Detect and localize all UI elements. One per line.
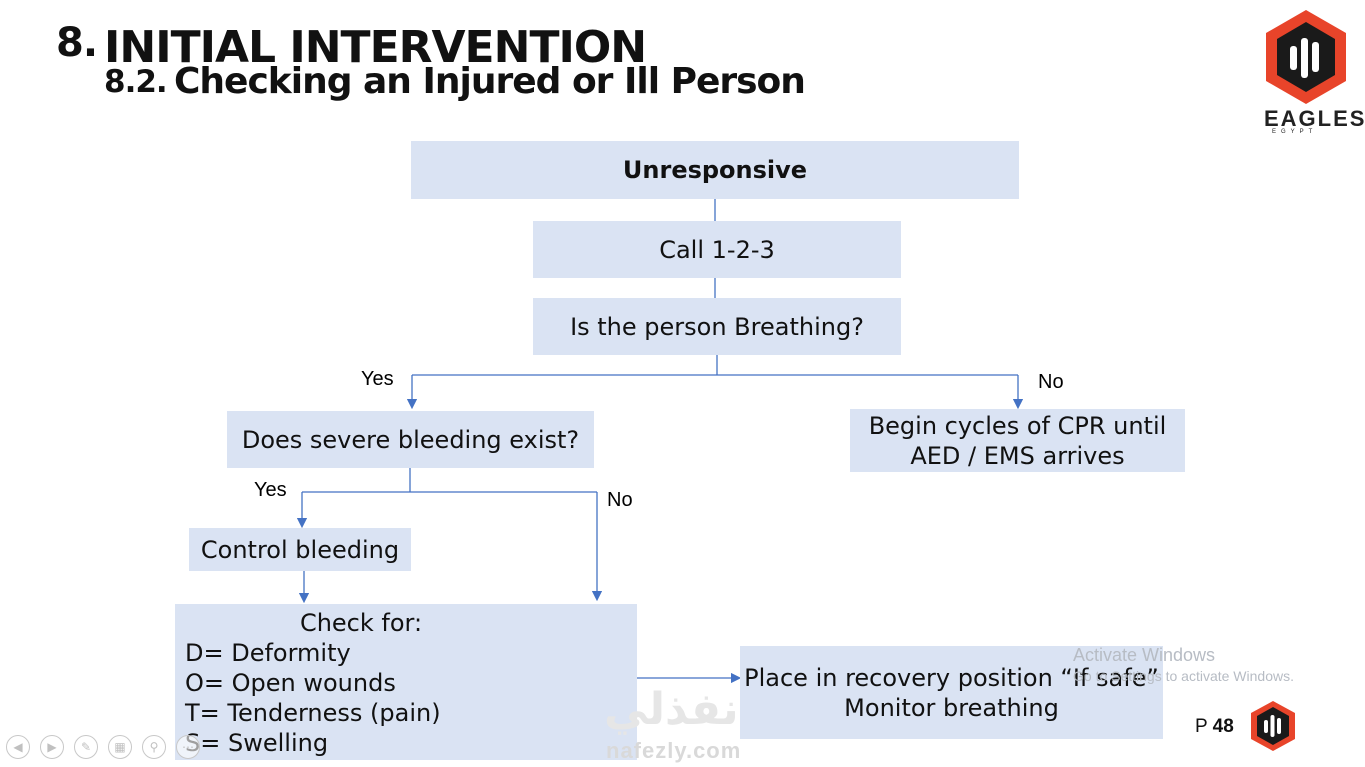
node-bleeding-question: Does severe bleeding exist? bbox=[227, 411, 594, 468]
slideshow-controls: ◀ ▶ ✎ ▦ ⚲ ⋯ bbox=[6, 735, 200, 759]
node-unresponsive: Unresponsive bbox=[411, 141, 1019, 199]
more-options-icon[interactable]: ⋯ bbox=[176, 735, 200, 759]
zoom-icon[interactable]: ⚲ bbox=[142, 735, 166, 759]
check-item-tenderness: T= Tenderness (pain) bbox=[185, 699, 441, 727]
eagles-logo-icon bbox=[1266, 10, 1346, 104]
label-no-bleeding: No bbox=[607, 489, 633, 511]
label-no-breathing: No bbox=[1038, 371, 1064, 393]
logo-tagline-text: EGYPT bbox=[1272, 129, 1318, 135]
node-recovery-line1: Place in recovery position “If safe” bbox=[744, 663, 1159, 692]
section-number: 8. bbox=[56, 20, 98, 66]
check-item-open-wounds: O= Open wounds bbox=[185, 669, 396, 697]
activate-windows-title: Activate Windows bbox=[1073, 645, 1216, 665]
node-cpr-line2: AED / EMS arrives bbox=[910, 441, 1125, 470]
activate-windows-subtitle: Go to Settings to activate Windows. bbox=[1073, 668, 1294, 684]
check-item-deformity: D= Deformity bbox=[185, 639, 351, 667]
subsection-number: 8.2. bbox=[104, 64, 168, 100]
footer-logo bbox=[1250, 700, 1296, 752]
node-recovery: Place in recovery position “If safe” Mon… bbox=[740, 646, 1163, 739]
node-unresponsive-label: Unresponsive bbox=[622, 156, 808, 184]
node-breathing-label: Is the person Breathing? bbox=[570, 312, 864, 341]
previous-slide-icon[interactable]: ◀ bbox=[6, 735, 30, 759]
node-cpr-line1: Begin cycles of CPR until bbox=[868, 411, 1167, 440]
label-yes-bleeding: Yes bbox=[254, 479, 287, 501]
check-item-swelling: S= Swelling bbox=[185, 729, 329, 757]
subsection-title: Checking an Injured or Ill Person bbox=[174, 61, 806, 102]
slides-grid-icon[interactable]: ▦ bbox=[108, 735, 132, 759]
eagles-logo bbox=[1262, 8, 1350, 138]
node-recovery-line2: Monitor breathing bbox=[844, 693, 1059, 722]
next-slide-icon[interactable]: ▶ bbox=[40, 735, 64, 759]
node-cpr: Begin cycles of CPR until AED / EMS arri… bbox=[850, 409, 1185, 472]
check-header: Check for: bbox=[299, 609, 423, 637]
footer-logo-icon bbox=[1251, 701, 1295, 751]
node-control-bleeding: Control bleeding bbox=[189, 528, 411, 571]
node-call: Call 1-2-3 bbox=[533, 221, 901, 278]
nafezly-arabic-watermark: نفذلي bbox=[604, 684, 739, 735]
section-title: INITIAL INTERVENTION bbox=[104, 22, 647, 73]
pen-icon[interactable]: ✎ bbox=[74, 735, 98, 759]
node-call-label: Call 1-2-3 bbox=[659, 235, 775, 264]
nafezly-watermark: nafezly.com bbox=[606, 738, 742, 763]
page-number: P 48 bbox=[1195, 716, 1234, 738]
node-bleeding-label: Does severe bleeding exist? bbox=[241, 425, 580, 454]
label-yes-breathing: Yes bbox=[361, 368, 394, 390]
logo-brand-text: EAGLES bbox=[1264, 106, 1365, 131]
node-breathing-question: Is the person Breathing? bbox=[533, 298, 901, 355]
node-control-label: Control bleeding bbox=[200, 535, 400, 564]
page-number-value: 48 bbox=[1212, 716, 1234, 737]
node-check-for: Check for: D= Deformity O= Open wounds T… bbox=[175, 604, 637, 760]
page-prefix: P bbox=[1195, 716, 1208, 737]
